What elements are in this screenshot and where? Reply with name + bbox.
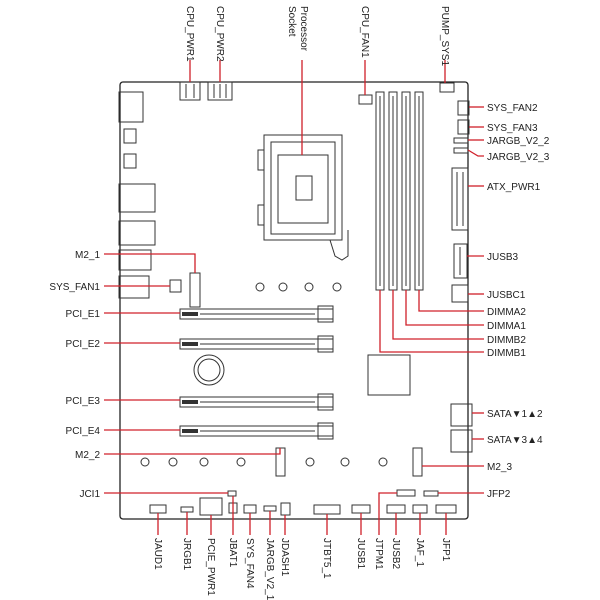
sys-fan4-connector xyxy=(243,504,257,514)
pci-e1-slot xyxy=(179,305,334,323)
label-jdash1: JDASH1 xyxy=(279,538,290,577)
label-jaf-1: JAF_1 xyxy=(414,538,425,567)
leader-lines xyxy=(104,60,484,535)
m2-standoffs-upper xyxy=(255,282,342,292)
label-jbat1: JBAT1 xyxy=(227,538,238,568)
label-pci-e3: PCI_E3 xyxy=(66,396,101,407)
jfp1-connector xyxy=(435,504,457,514)
label-sys-fan3: SYS_FAN3 xyxy=(487,123,538,134)
label-jtpm1: JTPM1 xyxy=(373,538,384,570)
atx-pwr1-connector xyxy=(451,167,469,231)
jusbc1-connector xyxy=(451,284,469,303)
label-jargb-v2-1: JARGB_V2_1 xyxy=(264,538,275,600)
jtpm1-header xyxy=(396,489,416,497)
bottom-headers xyxy=(149,497,457,516)
label-cpu-pwr2: CPU_PWR2 xyxy=(214,6,225,62)
pump-sys1-connector xyxy=(439,82,455,93)
label-jusb1: JUSB1 xyxy=(355,538,366,570)
label-dimma2: DIMMA2 xyxy=(487,307,526,318)
jtbt5-1-connector xyxy=(313,504,341,515)
jaf-1-connector xyxy=(412,504,428,514)
rear-io-panel xyxy=(118,91,156,299)
jdash1-connector xyxy=(280,502,291,516)
cpu-fan1-connector xyxy=(358,94,373,105)
label-m2-2: M2_2 xyxy=(75,450,100,461)
label-jargb-v2-2: JARGB_V2_2 xyxy=(487,136,550,147)
label-pci-e2: PCI_E2 xyxy=(66,339,101,350)
jargb-v2-2-connector xyxy=(453,137,469,144)
label-m2-1: M2_1 xyxy=(75,250,100,261)
cpu-pwr2-connector xyxy=(207,81,233,101)
jargb-v2-1-connector xyxy=(263,505,277,512)
m2-1-slot xyxy=(189,272,201,308)
label-cpu-pwr1: CPU_PWR1 xyxy=(184,6,195,62)
label-sys-fan2: SYS_FAN2 xyxy=(487,103,538,114)
label-dimmb2: DIMMB2 xyxy=(487,335,526,346)
pci-e2-slot xyxy=(179,335,334,353)
label-jusb3: JUSB3 xyxy=(487,252,519,263)
label-atx-pwr1: ATX_PWR1 xyxy=(487,182,541,193)
pci-e3-slot xyxy=(179,393,334,411)
jaud1-connector xyxy=(149,504,167,514)
label-jargb-v2-3: JARGB_V2_3 xyxy=(487,152,550,163)
label-dimmb1: DIMMB1 xyxy=(487,348,526,359)
pci-e4-slot xyxy=(179,422,334,440)
label-dimma1: DIMMA1 xyxy=(487,321,526,332)
cmos-battery xyxy=(193,354,225,386)
dimm-slots xyxy=(375,91,424,291)
label-jfp1: JFP1 xyxy=(440,538,451,562)
label-pci-e1: PCI_E1 xyxy=(66,309,101,320)
label-processor-socket-line1: Processor xyxy=(298,6,309,52)
jfp2-connector xyxy=(423,490,439,497)
sys-fan2-connector xyxy=(457,100,470,116)
label-jusbc1: JUSBC1 xyxy=(487,290,526,301)
chipset xyxy=(367,354,411,396)
label-jtbt5-1: JTBT5_1 xyxy=(321,538,332,579)
sys-fan1-connector xyxy=(169,279,182,293)
cpu-pwr1-connector xyxy=(179,81,201,101)
jargb-v2-3-connector xyxy=(453,147,469,154)
jrgb1-connector xyxy=(180,506,194,513)
label-jaud1: JAUD1 xyxy=(152,538,163,570)
label-pcie-pwr1: PCIE_PWR1 xyxy=(205,538,216,596)
label-sys-fan4: SYS_FAN4 xyxy=(244,538,255,589)
label-pump-sys1: PUMP_SYS1 xyxy=(439,6,450,66)
m2-standoffs-lower xyxy=(140,457,388,467)
label-jci1: JCI1 xyxy=(79,489,100,500)
label-jrgb1: JRGB1 xyxy=(181,538,192,571)
label-sata-1-2: SATA▼1▲2 xyxy=(487,409,543,420)
label-cpu-fan1: CPU_FAN1 xyxy=(359,6,370,58)
label-jusb2: JUSB2 xyxy=(390,538,401,570)
m2-3-slot xyxy=(412,447,423,477)
jci1-connector xyxy=(227,490,237,497)
jusb3-connector xyxy=(453,243,468,279)
sata-connectors xyxy=(450,403,473,453)
label-sys-fan1: SYS_FAN1 xyxy=(49,282,100,293)
label-sata-3-4: SATA▼3▲4 xyxy=(487,435,543,446)
label-processor-socket-line2: Socket xyxy=(286,6,297,37)
label-pci-e4: PCI_E4 xyxy=(66,426,101,437)
label-jfp2: JFP2 xyxy=(487,489,511,500)
processor-socket xyxy=(257,134,349,261)
label-m2-3: M2_3 xyxy=(487,462,512,473)
jusb2-connector xyxy=(386,504,406,514)
jusb1-connector xyxy=(351,504,371,514)
pcie-pwr1-connector xyxy=(199,497,223,516)
